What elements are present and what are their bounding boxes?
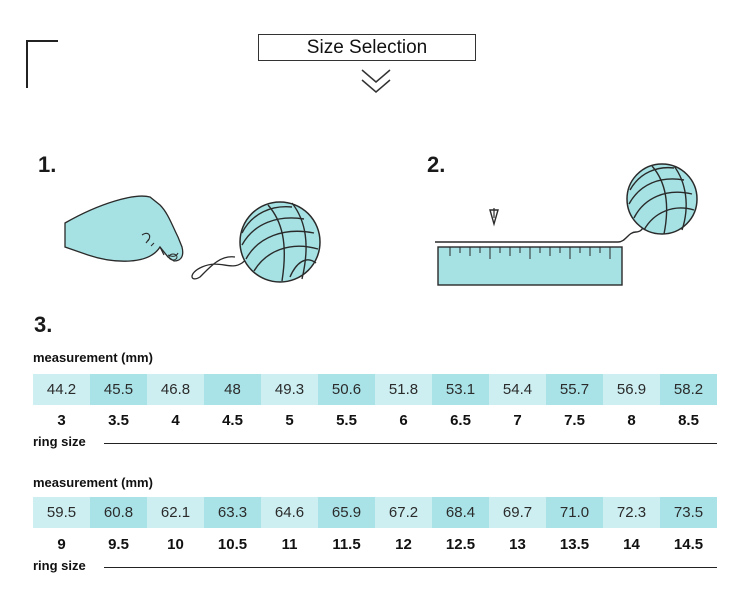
yarn-ball-icon (626, 163, 698, 235)
ring-size-row-2: 9 9.5 10 10.5 11 11.5 12 12.5 13 13.5 14… (33, 534, 717, 556)
ring-size-cell: 14 (623, 536, 640, 553)
ring-size-cell: 11.5 (332, 536, 361, 553)
ring-size-cell: 3.5 (108, 412, 129, 429)
measurement-cell: 63.3 (204, 497, 261, 528)
ring-size-cell: 13 (509, 536, 526, 553)
measurement-cell: 59.5 (33, 497, 90, 528)
measurement-cell: 69.7 (489, 497, 546, 528)
measurement-cell: 49.3 (261, 374, 318, 405)
ring-size-label-2: ring size (33, 558, 86, 573)
measurement-cell: 58.2 (660, 374, 717, 405)
corner-bracket-decoration (26, 40, 58, 88)
step-two-number: 2. (427, 152, 446, 177)
step-three-number: 3. (34, 312, 53, 337)
ring-size-cell: 12 (395, 536, 412, 553)
measurement-cell: 45.5 (90, 374, 147, 405)
measurement-cell: 55.7 (546, 374, 603, 405)
measurement-cell: 56.9 (603, 374, 660, 405)
chevron-down-icon (361, 69, 391, 93)
step-one-number: 1. (38, 152, 57, 177)
measurement-cell: 53.1 (432, 374, 489, 405)
measurement-cell: 73.5 (660, 497, 717, 528)
ring-size-cell: 7.5 (564, 412, 585, 429)
ring-size-cell: 14.5 (673, 536, 704, 553)
ring-size-cell: 6 (399, 412, 408, 429)
ring-size-cell: 13.5 (559, 536, 590, 553)
ring-size-cell: 5.5 (336, 412, 357, 429)
ruler-icon (437, 246, 623, 286)
ring-size-cell: 4.5 (222, 412, 243, 429)
pointing-hand-icon (64, 195, 184, 262)
measurement-cell: 68.4 (432, 497, 489, 528)
ring-size-row-1: 3 3.5 4 4.5 5 5.5 6 6.5 7 7.5 8 8.5 (33, 410, 717, 432)
ring-size-cell: 5 (285, 412, 294, 429)
measurement-cell: 71.0 (546, 497, 603, 528)
measurement-cell: 65.9 (318, 497, 375, 528)
ring-size-cell: 4 (171, 412, 180, 429)
measurement-label-1: measurement (mm) (33, 350, 153, 365)
measurement-cell: 54.4 (489, 374, 546, 405)
ring-size-cell: 3 (57, 412, 66, 429)
ring-size-cell: 9 (57, 536, 66, 553)
ring-size-cell: 11 (281, 536, 298, 553)
measurement-cell: 67.2 (375, 497, 432, 528)
measurement-cell: 48 (204, 374, 261, 405)
ring-size-cell: 9.5 (108, 536, 129, 553)
hand-wrapping-string-illustration (64, 195, 321, 283)
measurement-cell: 62.1 (147, 497, 204, 528)
ring-size-label-1: ring size (33, 434, 86, 449)
ring-size-cell: 7 (513, 412, 522, 429)
measurement-cell: 60.8 (90, 497, 147, 528)
ring-size-cell: 12.5 (445, 536, 476, 553)
ring-size-cell: 10 (167, 536, 184, 553)
measurement-cell: 64.6 (261, 497, 318, 528)
ring-size-cell: 8 (627, 412, 636, 429)
measurement-label-2: measurement (mm) (33, 475, 153, 490)
divider (104, 567, 717, 568)
measurement-cell: 50.6 (318, 374, 375, 405)
ruler-measuring-illustration (435, 163, 698, 286)
measurement-cell: 44.2 (33, 374, 90, 405)
divider (104, 443, 717, 444)
ring-size-cell: 6.5 (450, 412, 471, 429)
arrow-down-icon (489, 208, 499, 227)
measurement-row-1: 44.2 45.5 46.8 48 49.3 50.6 51.8 53.1 54… (33, 374, 717, 405)
ring-size-cell: 8.5 (678, 412, 699, 429)
measurement-cell: 51.8 (375, 374, 432, 405)
page-title: Size Selection (258, 34, 476, 61)
yarn-ball-icon (239, 201, 321, 283)
ring-size-cell: 10.5 (217, 536, 248, 553)
measurement-row-2: 59.5 60.8 62.1 63.3 64.6 65.9 67.2 68.4 … (33, 497, 717, 528)
measurement-cell: 46.8 (147, 374, 204, 405)
measurement-cell: 72.3 (603, 497, 660, 528)
